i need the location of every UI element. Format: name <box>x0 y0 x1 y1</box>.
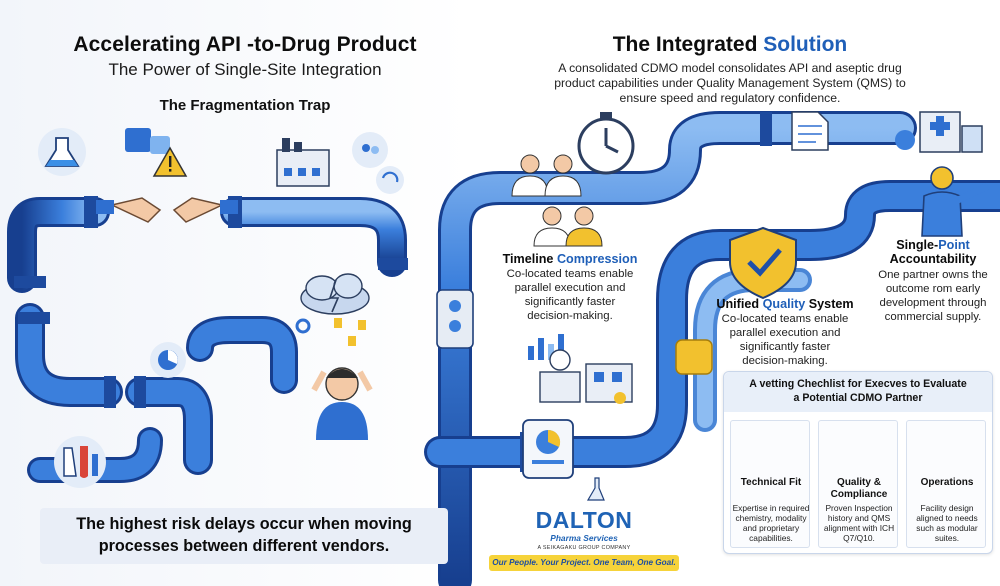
quality-desc-3: significantly faster <box>739 341 831 353</box>
test-tubes-icon <box>54 436 106 488</box>
accountability-title-part2: Point <box>938 238 970 252</box>
accountability-title-line1: Single-Point <box>868 238 998 252</box>
gold-coupling <box>675 339 713 375</box>
operations-desc-4: suites. <box>934 533 960 543</box>
timeline-title-part2: Compression <box>556 252 638 266</box>
checklist-title-2: a Potential CDMO Partner <box>793 392 923 404</box>
cdmo-checklist: A vetting Chechlist for Execves to Evalu… <box>723 371 993 554</box>
accountability-desc-1: One partner owns the <box>878 269 988 281</box>
tagline-bar <box>489 555 679 571</box>
technical-fit-name: Technical Fit <box>740 477 802 488</box>
timeline-desc-4: decision-making. <box>527 310 613 322</box>
quality-desc-2: parallel execution and <box>729 327 841 339</box>
integrated-title-part2: Solution <box>763 33 848 56</box>
accountability-title-line2: Accountability <box>889 252 977 266</box>
timeline-title-part1: Timeline <box>502 252 557 266</box>
integrated-pipe-system <box>424 111 1000 586</box>
checklist-operations: Operations Facility design aligned to ne… <box>906 420 986 548</box>
accountable-person-icon <box>921 166 990 237</box>
risk-callout-line1: The highest risk delays occur when movin… <box>76 515 412 533</box>
technical-fit-desc-4: capabilities. <box>749 533 793 543</box>
storm-cloud-icon <box>295 273 370 346</box>
checklist-title-1: A vetting Chechlist for Execves to Evalu… <box>749 378 967 390</box>
dalton-logo-group: A SEIKAGAKU GROUP COMPANY <box>537 545 631 551</box>
communication-bubbles-icon <box>352 132 404 194</box>
accountability-desc-4: commercial supply. <box>884 311 982 323</box>
operations-name: Operations <box>920 477 974 488</box>
tagline: Our People. Your Project. One Team, One … <box>492 558 676 567</box>
quality-compliance-desc-3: alignment with ICH <box>823 523 895 533</box>
fragmentation-title: The Fragmentation Trap <box>159 97 331 114</box>
integrated-title: The Integrated Solution <box>520 33 940 57</box>
technical-fit-desc-2: chemistry, modality <box>735 513 807 523</box>
puzzle-warning-icon <box>125 128 188 177</box>
team-icon <box>511 154 582 197</box>
risk-callout-line2: processes between different vendors. <box>98 537 390 555</box>
operations-desc-3: such as modular <box>916 523 978 533</box>
quality-compliance-name: Quality & <box>837 477 881 488</box>
intro-line2: product capabilities under Quality Manag… <box>554 76 906 90</box>
stopwatch-icon <box>577 112 635 175</box>
intro-line3: ensure speed and regulatory confidence. <box>619 91 841 105</box>
left-panel-bg <box>0 0 470 586</box>
quality-desc-1: Co-located teams enable <box>721 313 849 325</box>
technical-fit-desc-1: Expertise in required <box>732 503 810 513</box>
monitor-device-icon <box>522 419 605 501</box>
checklist-quality-compliance: Quality & Compliance Proven Inspection h… <box>818 420 898 548</box>
quality-title-part1: Unified <box>716 297 763 311</box>
operations-desc-1: Facility design <box>920 503 974 513</box>
timeline-desc-2: parallel execution and <box>514 282 626 294</box>
accountability-desc-3: development through <box>879 297 987 309</box>
technical-fit-desc-3: and proprietary <box>742 523 800 533</box>
quality-title-part2: Quality <box>762 297 806 311</box>
lab-equipment-icon <box>528 334 633 404</box>
quality-compliance-desc-4: Q7/Q10. <box>843 533 875 543</box>
accountability-desc-2: outcome rom early <box>885 283 981 295</box>
quality-title-part3: System <box>805 297 854 311</box>
quality-compliance-name-2: Compliance <box>830 489 888 500</box>
dalton-logo-sub: Pharma Services <box>550 533 618 543</box>
timeline-desc-1: Co-located teams enable <box>506 268 634 280</box>
team-icon-2 <box>533 206 603 247</box>
quality-compliance-desc-1: Proven Inspection <box>825 503 893 513</box>
quality-compliance-desc-2: history and QMS <box>827 513 891 523</box>
broken-pipe-network <box>7 196 408 483</box>
dalton-logo: DALTON <box>535 507 633 533</box>
integrated-title-part1: The Integrated <box>612 33 764 56</box>
risk-pie-icon <box>150 342 186 378</box>
valve-flange <box>436 289 474 349</box>
document-icon <box>791 111 829 151</box>
stressed-person-icon <box>311 367 373 440</box>
hospital-icon <box>895 111 983 153</box>
timeline-desc-3: significantly faster <box>524 296 616 308</box>
quality-shield-icon <box>729 226 797 300</box>
checklist-technical-fit: Technical Fit Expertise in required chem… <box>730 420 810 548</box>
main-subtitle: The Power of Single-Site Integration <box>108 60 382 79</box>
intro-line1: A consolidated CDMO model consolidates A… <box>558 61 902 75</box>
handshake-icon <box>96 197 238 223</box>
risk-callout <box>40 508 448 564</box>
checklist-header <box>724 372 992 412</box>
operations-desc-2: aligned to needs <box>916 513 978 523</box>
factory-icon <box>276 138 330 187</box>
main-title: Accelerating API -to-Drug Product <box>73 33 417 56</box>
quality-desc-4: decision-making. <box>742 355 828 367</box>
accountability-title-part1: Single- <box>896 238 939 252</box>
timeline-title: Timeline Compression <box>490 252 650 266</box>
flask-bubble-icon <box>38 128 86 176</box>
quality-title: Unified Quality System <box>700 297 870 311</box>
